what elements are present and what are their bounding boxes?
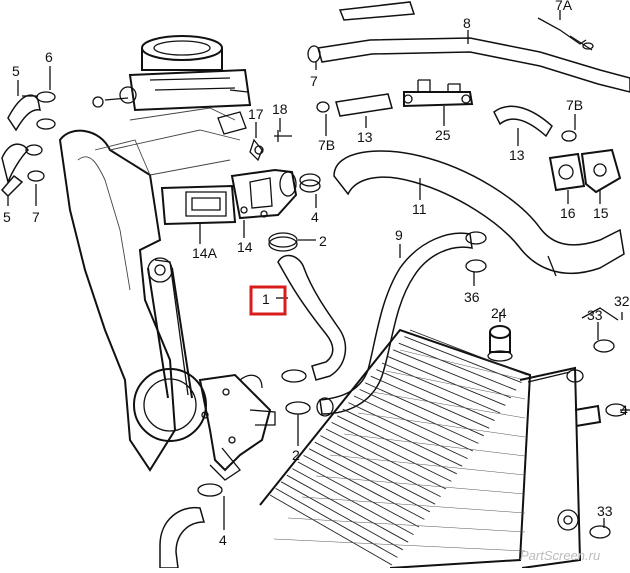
hose-11 (333, 150, 625, 277)
hose-9 (316, 232, 473, 417)
radiator-fin (409, 329, 528, 376)
left-small-hoses (0, 91, 56, 198)
label-7-left: 7 (32, 209, 40, 225)
carburetor (92, 35, 252, 112)
label-16: 16 (560, 205, 576, 221)
radiator-fin (370, 375, 490, 429)
label-32: 32 (614, 293, 630, 309)
drive-belt (147, 257, 193, 399)
mount-24 (487, 325, 513, 362)
hose-clamps (197, 173, 627, 539)
radiator-fin (398, 342, 517, 391)
radiator-fin (275, 488, 398, 558)
radiator-fin (320, 435, 441, 498)
label-18: 18 (272, 101, 288, 117)
radiator-core-line (399, 349, 526, 381)
label-14: 14 (237, 239, 253, 255)
label-17: 17 (248, 106, 264, 122)
label-2-bottom: 2 (292, 447, 300, 463)
label-2-top: 2 (319, 233, 327, 249)
label-6: 6 (45, 49, 53, 65)
t-fitting-25 (403, 79, 474, 108)
radiator-fin (286, 474, 409, 543)
label-9: 9 (395, 227, 403, 243)
radiator-fin (353, 395, 474, 452)
radiator-fin (376, 369, 495, 422)
radiator-fin (337, 415, 457, 475)
radiator-fins (269, 329, 528, 566)
label-13-left: 13 (357, 129, 373, 145)
label-7-top: 7 (310, 73, 318, 89)
label-7B-left: 7B (318, 137, 335, 153)
part-labels: 5 6 5 7 17 18 7 8 7A 7B 13 25 7B 13 16 1… (3, 0, 630, 548)
radiator (259, 307, 619, 569)
label-24: 24 (491, 305, 507, 321)
label-11: 11 (412, 201, 427, 217)
label-15: 15 (593, 205, 609, 221)
hose-13-left (316, 93, 393, 117)
hose-1 (277, 254, 347, 381)
label-33-top: 33 (587, 307, 603, 323)
radiator-fin (314, 441, 436, 505)
label-7A: 7A (555, 0, 573, 13)
radiator-fin (387, 355, 506, 406)
label-33-bottom: 33 (597, 503, 613, 519)
flange-16-15 (548, 148, 622, 194)
label-7B-right: 7B (566, 97, 583, 113)
label-5-top: 5 (12, 63, 20, 79)
label-36: 36 (464, 289, 480, 305)
radiator-core-line (343, 433, 526, 457)
leader-lines (7, 10, 630, 530)
radiator-fin (365, 382, 484, 437)
radiator-fin (297, 461, 420, 528)
engine-block (58, 107, 241, 472)
radiator-fin (280, 481, 404, 551)
label-1: 1 (262, 291, 270, 307)
radiator-core-line (329, 454, 526, 476)
watermark: PartScreen.ru (520, 548, 600, 563)
hose-top (307, 1, 630, 93)
label-4-bottom: 4 (219, 532, 227, 548)
radiator-core-line (273, 538, 526, 552)
radiator-fin (342, 408, 463, 467)
label-5-bottom: 5 (3, 209, 11, 225)
label-4-right: 4 (620, 402, 628, 418)
radiator-fin (381, 362, 501, 414)
highlight-box-part-1 (249, 285, 287, 316)
radiator-core-line (385, 370, 526, 400)
radiator-core-line (301, 496, 526, 514)
radiator-core-line (315, 475, 526, 495)
label-25: 25 (435, 127, 451, 143)
radiator-fin (269, 494, 393, 566)
radiator-fin (348, 402, 468, 460)
radiator-core-line (287, 517, 526, 533)
radiator-fin (303, 455, 425, 520)
thermostat-housing (160, 168, 298, 226)
radiator-fin (404, 336, 522, 384)
clamp-7A (537, 17, 594, 51)
label-14A: 14A (192, 245, 218, 261)
hose-lower-left (159, 506, 205, 569)
radiator-fin (359, 388, 479, 444)
radiator-fin (325, 428, 447, 490)
label-13-right: 13 (509, 147, 525, 163)
label-4-top: 4 (311, 209, 319, 225)
radiator-fin (331, 421, 452, 482)
water-pump (133, 368, 276, 481)
radiator-fin (292, 468, 414, 535)
radiator-core-line (371, 391, 526, 419)
label-8: 8 (463, 15, 471, 31)
radiator-fin (393, 349, 511, 399)
parts-17-18 (217, 111, 292, 162)
hose-13-right (493, 105, 577, 142)
radiator-fin (308, 448, 431, 513)
radiator-core-line (357, 412, 526, 438)
